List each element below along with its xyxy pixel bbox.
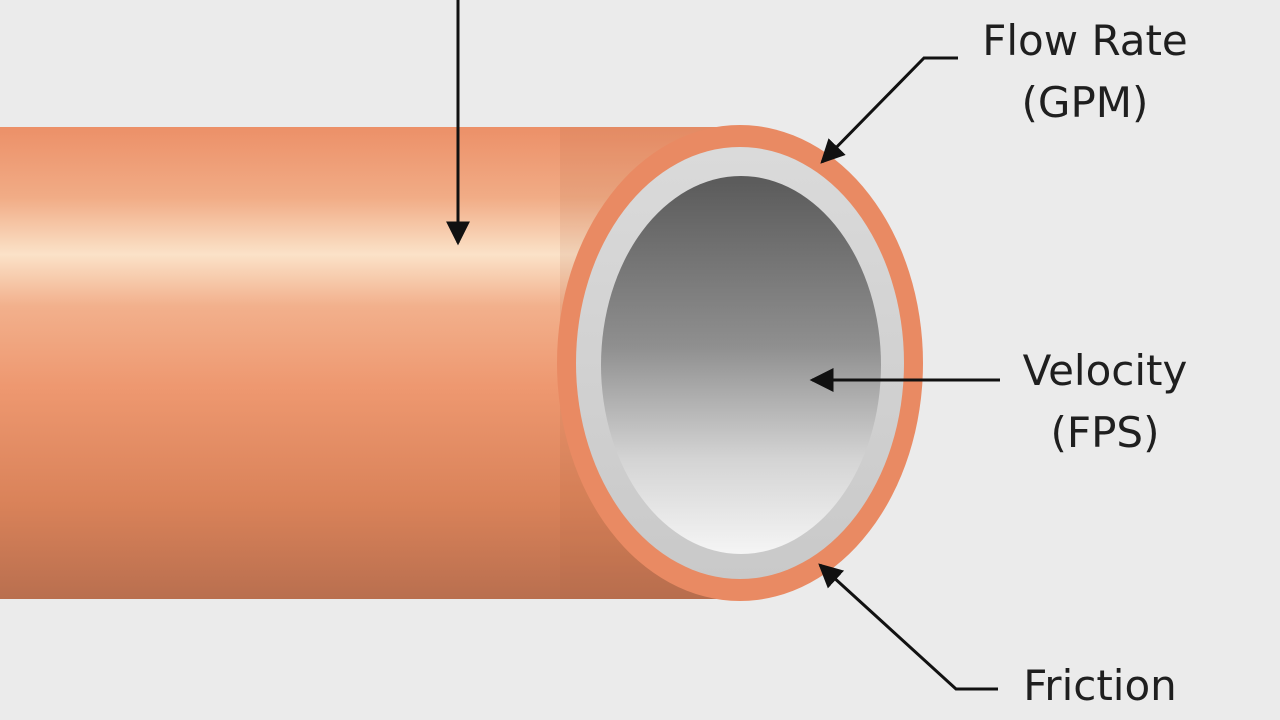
friction-label: Friction bbox=[1000, 655, 1200, 717]
flow-rate-label: Flow Rate (GPM) bbox=[965, 10, 1205, 134]
velocity-label: Velocity (FPS) bbox=[995, 340, 1215, 464]
friction-label-line1: Friction bbox=[1023, 661, 1177, 710]
flow-rate-arrow bbox=[820, 56, 958, 164]
pipe-bore bbox=[601, 176, 881, 554]
friction-arrow bbox=[818, 563, 998, 691]
velocity-label-line2: (FPS) bbox=[1050, 408, 1160, 457]
flow-rate-label-line2: (GPM) bbox=[1021, 78, 1149, 127]
velocity-label-line1: Velocity bbox=[1022, 346, 1188, 395]
flow-rate-label-line1: Flow Rate bbox=[982, 16, 1188, 65]
